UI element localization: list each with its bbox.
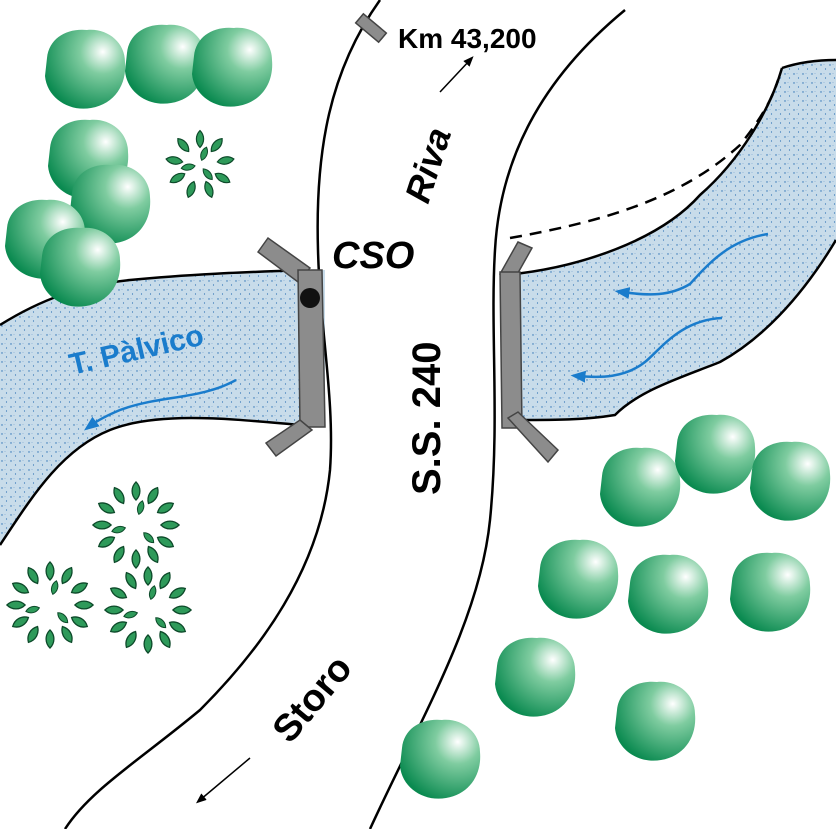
dashed-boundary: [509, 79, 780, 240]
tree-icon: [495, 637, 576, 717]
tree-icon: [192, 27, 273, 107]
station-label: CSO: [332, 235, 414, 277]
north-arrow-icon: [439, 56, 474, 93]
tree-icon: [730, 552, 811, 632]
stream-left: [0, 270, 325, 545]
direction-label-storo: Storo: [265, 648, 361, 751]
bush-icon: [104, 566, 192, 654]
tree-icon: [40, 227, 121, 307]
bush-icon: [92, 481, 180, 569]
stream-right-bank-bottom: [519, 239, 836, 422]
tree-icon: [600, 447, 681, 527]
stream-left-bank-top: [0, 268, 306, 327]
road-edge-right: [368, 9, 626, 829]
stream-left-bank-bottom: [0, 416, 301, 546]
flow-arrow-icon: [614, 232, 769, 299]
stream-right: [505, 60, 836, 420]
monitoring-station-icon: [300, 288, 320, 308]
km-marker-icon: [354, 12, 388, 44]
tree-icon: [538, 539, 619, 619]
road-label: S.S. 240: [405, 342, 449, 495]
south-arrow-icon: [195, 757, 251, 804]
tree-icon: [400, 719, 481, 799]
road-edge-left: [63, 0, 382, 829]
tree-icon: [45, 29, 126, 109]
flow-arrow-icon: [83, 378, 237, 431]
bridge-wall-right: [498, 241, 560, 464]
tree-icon: [615, 681, 696, 761]
km-marker-label: Km 43,200: [398, 23, 537, 54]
bush-icon: [6, 561, 94, 649]
bridge-wall-left: [256, 236, 326, 458]
tree-icon: [628, 554, 709, 634]
tree-icon: [750, 441, 831, 521]
flow-arrow-icon: [570, 316, 723, 383]
stream-right-bank-top: [504, 67, 784, 277]
stream-right-bank-top-edge: [781, 58, 836, 70]
tree-icon: [675, 414, 756, 494]
direction-label-riva: Riva: [397, 122, 459, 207]
bush-icon: [164, 130, 236, 200]
